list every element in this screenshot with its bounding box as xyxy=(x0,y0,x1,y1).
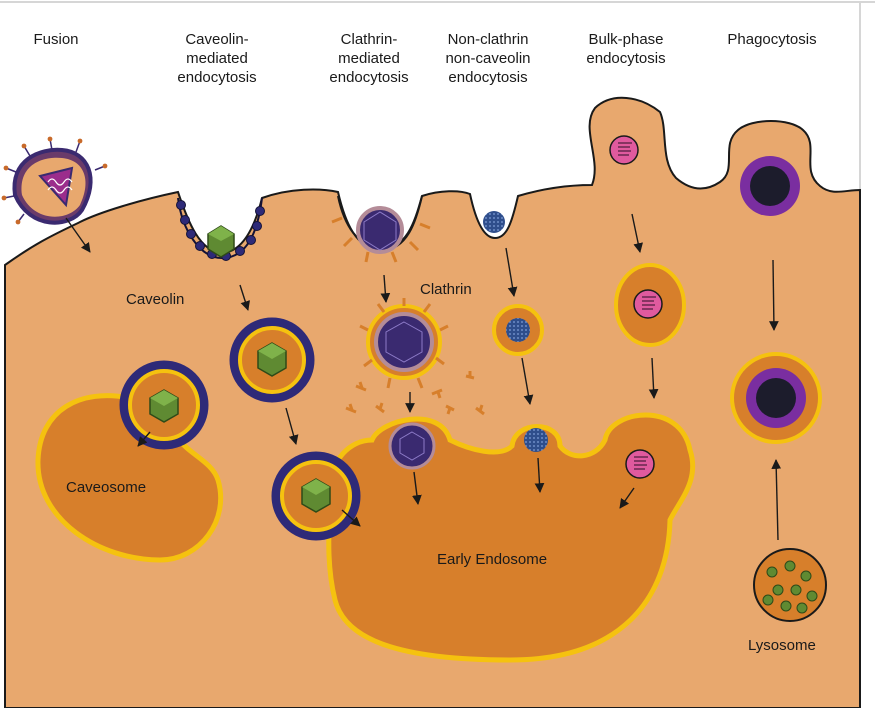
header-clathrin: Clathrin- mediated endocytosis xyxy=(329,31,408,86)
header-phagocytosis: Phagocytosis xyxy=(727,31,816,48)
clathrin-to-endosome-arrow xyxy=(412,471,422,505)
lysosome-label: Lysosome xyxy=(748,637,816,654)
clathrin-arrow-1 xyxy=(380,274,391,303)
phagosome xyxy=(730,352,822,444)
header-fusion-line: Fusion xyxy=(33,31,78,48)
nonclathrin-particle-docking xyxy=(524,428,548,452)
caveosome xyxy=(35,360,224,563)
header-clathrin-line: Clathrin- xyxy=(341,31,398,48)
bulk-phase-docking xyxy=(625,449,655,479)
caveolin-vesicle-docking xyxy=(271,451,361,541)
header-nonclathrin-line: Non-clathrin xyxy=(448,31,529,48)
clathrin-pit xyxy=(331,195,431,263)
header-nonclathrin-line: endocytosis xyxy=(448,69,527,86)
lysosome-arrow xyxy=(771,459,782,541)
caveolin-arrow-2 xyxy=(285,407,299,445)
header-clathrin-line: mediated xyxy=(338,50,400,67)
caveolin-vesicle xyxy=(229,317,315,403)
bulk-arrow-1 xyxy=(631,213,643,253)
clathrin-fragments xyxy=(345,371,485,416)
caveolin-pit xyxy=(176,197,265,261)
nonclathrin-arrow-1 xyxy=(505,247,518,297)
bulk-phase-particle xyxy=(609,135,639,165)
header-nonclathrin-line: non-caveolin xyxy=(445,50,530,67)
header-caveolin-line: mediated xyxy=(186,50,248,67)
caveolin-to-endosome-arrow xyxy=(341,509,361,527)
header-phagocytosis-line: Phagocytosis xyxy=(727,31,816,48)
phago-arrow-1 xyxy=(768,259,779,331)
header-bulk: Bulk-phase endocytosis xyxy=(586,31,665,67)
caveosome-arrow xyxy=(137,431,151,447)
header-fusion: Fusion xyxy=(33,31,78,48)
phagocytic-cup xyxy=(740,156,800,216)
header-caveolin-line: endocytosis xyxy=(177,69,256,86)
fusion-arrow xyxy=(65,217,91,253)
caveosome-label: Caveosome xyxy=(66,479,146,496)
early-endosome xyxy=(326,412,696,663)
nonclathrin-to-endosome-arrow xyxy=(534,457,545,493)
lysosome xyxy=(753,548,827,622)
caveolin-label: Caveolin xyxy=(126,291,184,308)
bulk-to-endosome-arrow xyxy=(619,487,635,509)
header-caveolin: Caveolin- mediated endocytosis xyxy=(177,31,256,86)
header-bulk-line: endocytosis xyxy=(586,50,665,67)
clathrin-label: Clathrin xyxy=(420,281,472,298)
header-nonclathrin: Non-clathrin non-caveolin endocytosis xyxy=(445,31,530,86)
caveolin-arrow-1 xyxy=(239,284,250,311)
nonclathrin-arrow-2 xyxy=(521,357,534,405)
nonclathrin-pit xyxy=(483,211,505,233)
header-clathrin-line: endocytosis xyxy=(329,69,408,86)
bulk-arrow-2 xyxy=(648,357,659,399)
clathrin-vesicle-docking xyxy=(388,422,436,470)
clathrin-vesicle xyxy=(359,298,449,389)
early-endosome-label: Early Endosome xyxy=(437,551,547,568)
nonclathrin-vesicle xyxy=(492,304,544,356)
fusion-virus xyxy=(1,136,108,225)
header-bulk-line: Bulk-phase xyxy=(588,31,663,48)
header-caveolin-line: Caveolin- xyxy=(185,31,248,48)
bulk-phase-vesicle xyxy=(614,263,686,347)
